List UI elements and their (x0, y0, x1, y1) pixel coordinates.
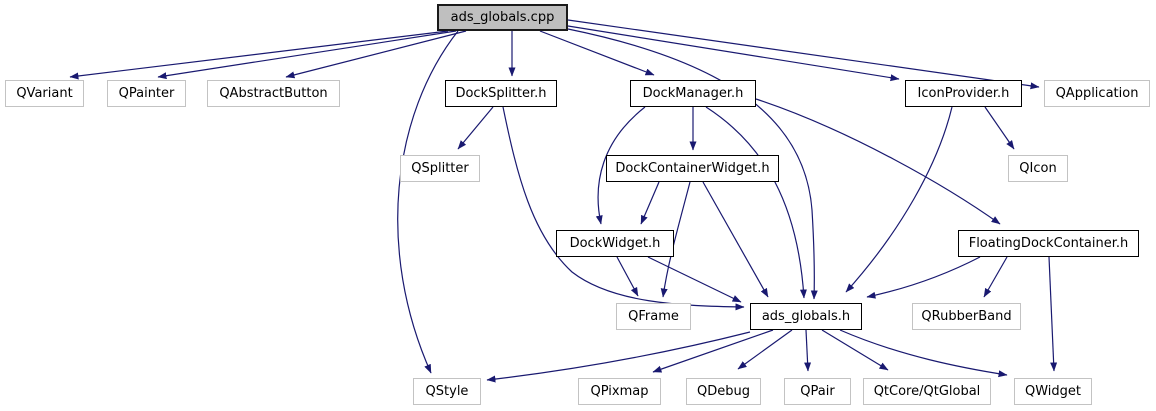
node-ads-globals-cpp: ads_globals.cpp (437, 4, 568, 31)
edge-docksplitter-to-ads-globals-h (502, 106, 745, 311)
edge-ads-globals-h-to-qpixmap (652, 329, 774, 373)
node-docksplitter-h[interactable]: DockSplitter.h (445, 80, 557, 107)
edge-dockcontainerwidget-to-ads-globals-h (702, 181, 769, 298)
edge-cpp-to-qpainter (157, 30, 457, 80)
node-qrubberband: QRubberBand (912, 303, 1021, 330)
node-qpixmap: QPixmap (578, 378, 661, 405)
edge-cpp-to-dockmanager (539, 30, 655, 76)
edge-floatingdockcontainer-to-qrubberband (983, 256, 1008, 298)
edge-dockwidget-to-qframe (616, 256, 639, 297)
node-qtcore-qtglobal: QtCore/QtGlobal (863, 378, 991, 405)
edge-iconprovider-to-qicon (984, 106, 1015, 150)
node-floatingdockcontainer-h[interactable]: FloatingDockContainer.h (958, 230, 1139, 257)
edge-cpp-to-qvariant (69, 30, 449, 80)
edge-dockmanager-to-ads-globals-h (705, 106, 807, 299)
edge-iconprovider-to-ads-globals-h (845, 106, 953, 293)
node-qpainter: QPainter (107, 80, 186, 107)
edge-ads-globals-h-to-qwidget (839, 329, 1008, 378)
node-qsplitter: QSplitter (400, 155, 480, 182)
node-dockwidget-h[interactable]: DockWidget.h (556, 230, 674, 257)
node-qabstractbutton: QAbstractButton (207, 80, 340, 107)
edge-ads-globals-h-to-qtcoreqtglobal (821, 329, 889, 371)
edge-cpp-to-qstyle (397, 30, 459, 374)
edge-cpp-to-iconprovider (567, 25, 900, 82)
node-qvariant: QVariant (5, 80, 84, 107)
node-iconprovider-h[interactable]: IconProvider.h (905, 80, 1022, 107)
edge-dockcontainerwidget-to-dockwidget (640, 181, 660, 225)
edge-ads-globals-h-to-qstyle (486, 331, 751, 383)
node-qapplication: QApplication (1044, 80, 1150, 107)
edge-floatingdockcontainer-to-qwidget (1048, 256, 1058, 372)
node-ads-globals-h[interactable]: ads_globals.h (750, 303, 862, 330)
edge-cpp-to-qapplication (567, 19, 1040, 90)
edge-ads-globals-h-to-qpair (804, 329, 812, 372)
node-qicon: QIcon (1008, 155, 1068, 182)
edge-floatingdockcontainer-to-ads-globals-h (866, 256, 981, 299)
edge-dockmanager-to-floatingdockcontainer (755, 98, 1001, 225)
node-qwidget: QWidget (1014, 378, 1092, 405)
edge-cpp-to-ads-globals-h (567, 28, 818, 300)
edge-cpp-to-qabstractbutton (285, 30, 467, 79)
node-qstyle: QStyle (413, 378, 481, 405)
node-dockmanager-h[interactable]: DockManager.h (630, 80, 756, 107)
node-qdebug: QDebug (686, 378, 761, 405)
node-qframe: QFrame (616, 303, 691, 330)
edge-docksplitter-to-qsplitter (457, 106, 494, 150)
edge-dockwidget-to-ads-globals-h (647, 256, 742, 303)
edge-ads-globals-h-to-qdebug (737, 329, 793, 370)
node-qpair: QPair (784, 378, 851, 405)
node-dockcontainerwidget-h[interactable]: DockContainerWidget.h (606, 155, 779, 182)
edge-dockmanager-to-dockwidget (595, 106, 646, 225)
